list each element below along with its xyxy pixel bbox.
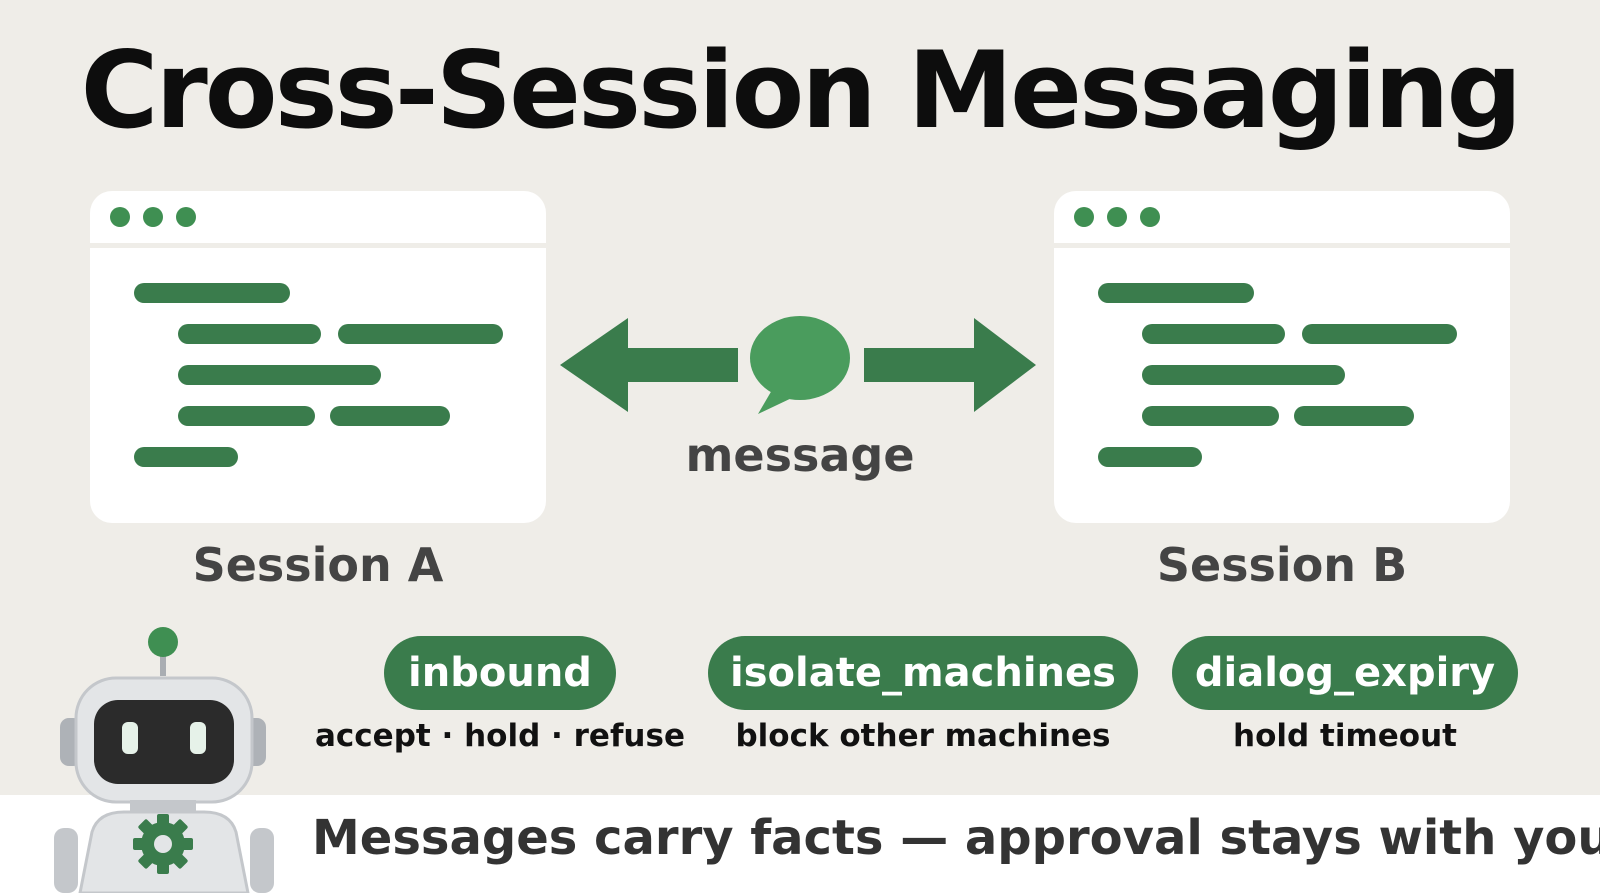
dialog-expiry-pill: dialog_expiry [1172, 636, 1518, 710]
arrow-right-icon [864, 318, 1036, 412]
message-label: message [685, 428, 915, 482]
code-line [178, 365, 381, 385]
robot-icon [54, 627, 274, 893]
window-dot-icon [1074, 207, 1094, 227]
code-line [1302, 324, 1457, 344]
page-title: Cross-Session Messaging [80, 29, 1523, 152]
window-dot-icon [1140, 207, 1160, 227]
code-line [178, 406, 315, 426]
isolate-machines-pill: isolate_machines [708, 636, 1138, 710]
session-b-window [1054, 191, 1510, 523]
window-dot-icon [176, 207, 196, 227]
code-line [1098, 283, 1254, 303]
code-line [1142, 365, 1345, 385]
code-line [330, 406, 450, 426]
window-dot-icon [1107, 207, 1127, 227]
code-line [1098, 447, 1202, 467]
gear-icon [133, 814, 193, 874]
session-a-window [90, 191, 546, 523]
session-a-label: Session A [192, 538, 444, 592]
speech-bubble-icon [750, 316, 850, 414]
dialog-expiry-description: hold timeout [1233, 718, 1457, 754]
arrow-left-icon [560, 318, 738, 412]
inbound-description: accept · hold · refuse [315, 718, 685, 754]
window-titlebar [90, 191, 546, 248]
footer-text: Messages carry facts — approval stays wi… [312, 810, 1600, 866]
message-flow [560, 316, 1036, 414]
code-line [338, 324, 503, 344]
code-line [134, 447, 238, 467]
isolate-machines-description: block other machines [735, 718, 1111, 754]
inbound-pill: inbound [384, 636, 616, 710]
code-line [1142, 324, 1285, 344]
code-line [178, 324, 321, 344]
window-dot-icon [143, 207, 163, 227]
session-b-label: Session B [1156, 538, 1408, 592]
double-arrow-icon [560, 318, 1036, 412]
code-line [1142, 406, 1279, 426]
code-line [1294, 406, 1414, 426]
window-dot-icon [110, 207, 130, 227]
window-titlebar [1054, 191, 1510, 248]
code-line [134, 283, 290, 303]
